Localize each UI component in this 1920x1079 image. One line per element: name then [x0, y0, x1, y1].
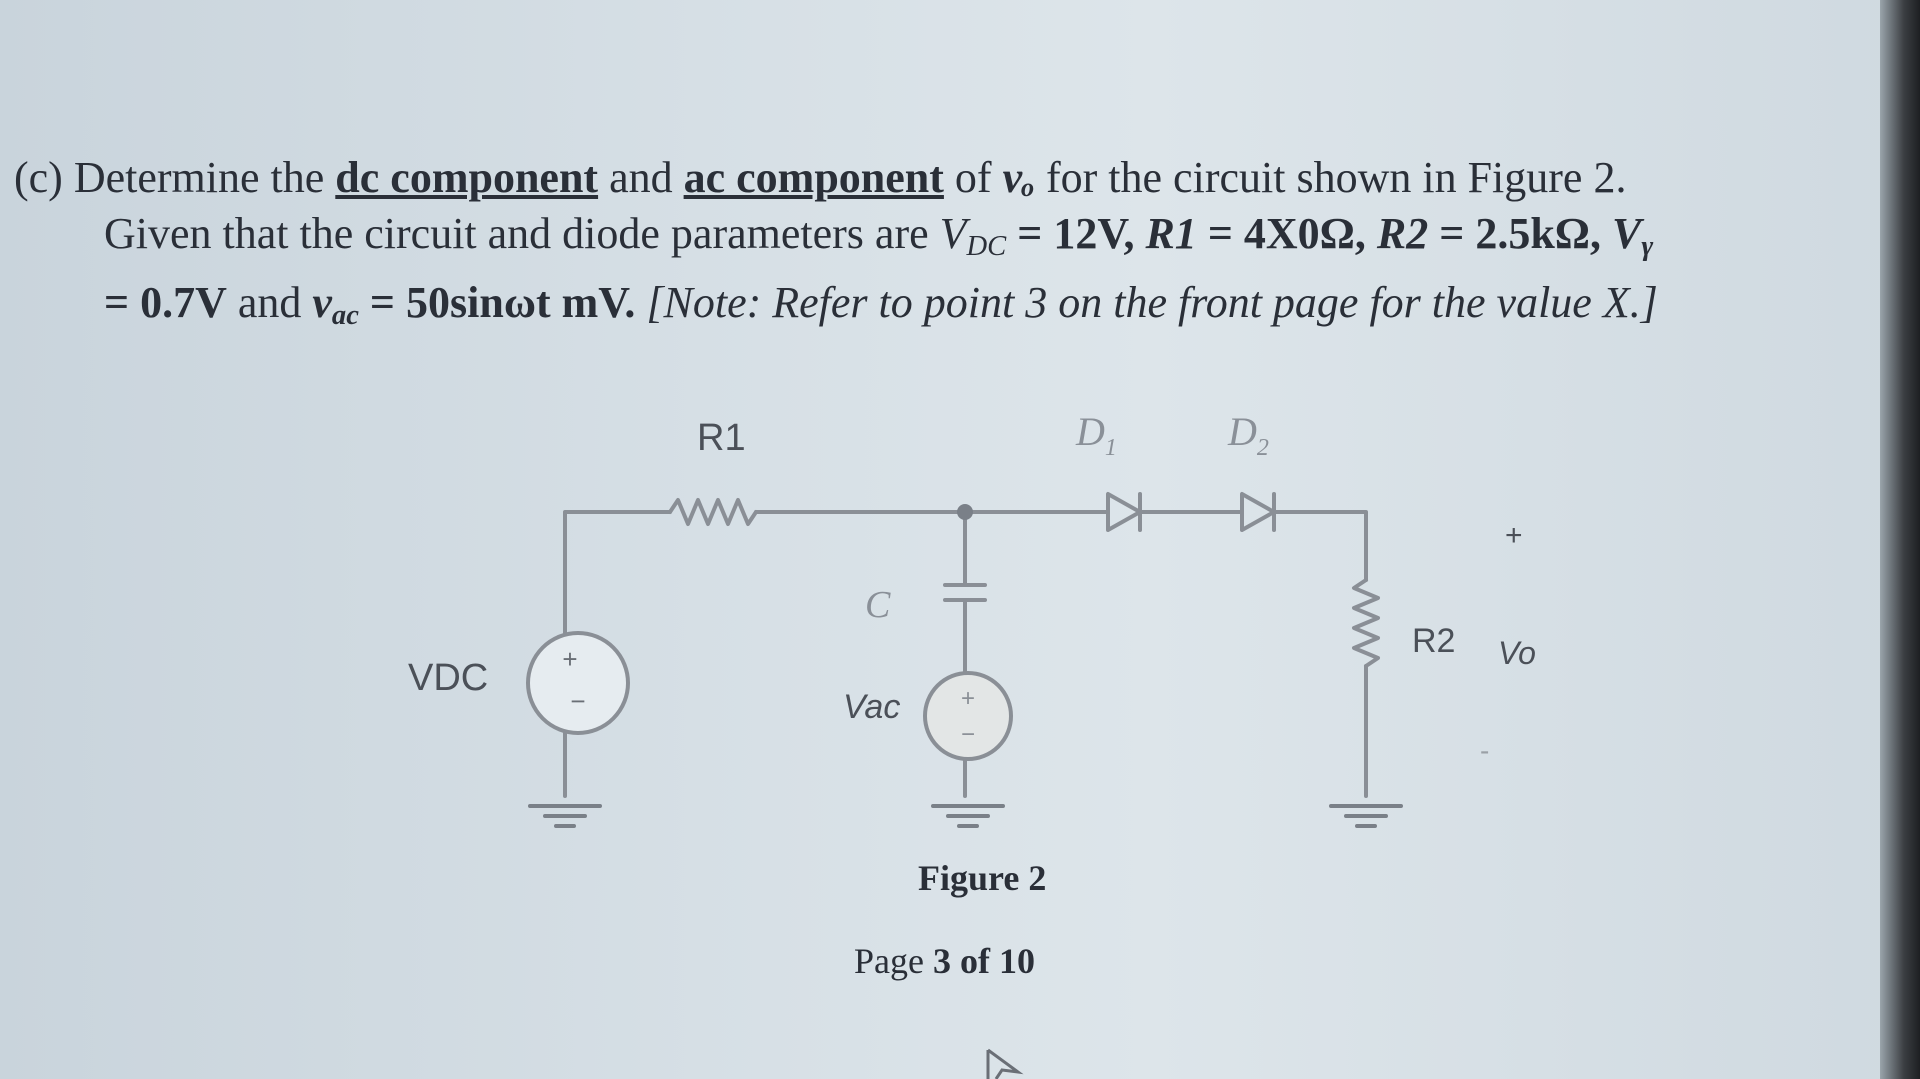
ground-symbol-vdc	[528, 804, 602, 828]
d1-label: D1	[1075, 409, 1117, 461]
question-line-1: (c) Determine the dc component and ac co…	[14, 150, 1814, 206]
question-text-fragment: for the circuit shown in Figure 2.	[1046, 153, 1627, 202]
monitor-bezel	[1880, 0, 1920, 1079]
vgamma-param: V	[1612, 209, 1642, 258]
vdc-value: = 12V,	[1017, 209, 1135, 258]
vdc-minus-sign: −	[570, 686, 585, 716]
question-text-fragment: and	[237, 278, 302, 328]
page-indicator: Page 3 of 10	[854, 940, 1035, 982]
wire-d2-r2	[1272, 510, 1368, 582]
ac-component-term: ac component	[683, 153, 944, 202]
r2-value: = 2.5kΩ,	[1439, 209, 1602, 258]
r2-resistor-symbol	[1352, 578, 1380, 668]
r1-resistor-symbol	[668, 498, 758, 526]
vdc-label: VDC	[408, 657, 488, 699]
vac-param: v	[312, 278, 332, 328]
junction-node	[957, 504, 973, 520]
vac-source-symbol	[923, 671, 1013, 761]
page-prefix: Page	[854, 941, 924, 981]
d2-label: D2	[1227, 409, 1269, 461]
d1-label-subscript: 1	[1105, 435, 1117, 461]
r2-param: R2	[1376, 209, 1429, 258]
question-text-fragment: Determine the	[73, 153, 325, 202]
vgamma-value: = 0.7V	[104, 278, 227, 328]
d2-label-subscript: 2	[1257, 435, 1269, 461]
question-line-2: Given that the circuit and diode paramet…	[14, 206, 1814, 275]
d1-label-letter: D	[1075, 409, 1105, 454]
r1-param: R1	[1145, 209, 1197, 258]
vac-minus-sign: −	[961, 721, 975, 748]
capacitor-symbol	[943, 583, 987, 602]
vo-label: Vo	[1498, 635, 1536, 671]
ground-symbol-vac	[931, 804, 1005, 828]
vdc-plus-sign: +	[562, 644, 577, 674]
vgamma-param-subscript: γ	[1641, 231, 1654, 263]
vdc-source-symbol	[526, 631, 630, 735]
figure-caption: Figure 2	[918, 858, 1047, 898]
ground-symbol-r2	[1329, 804, 1403, 828]
mouse-cursor-icon	[986, 1048, 1024, 1079]
vo-plus-sign: +	[1505, 519, 1523, 552]
question-note: [Note: Refer to point 3 on the front pag…	[646, 278, 1658, 328]
vdc-param: V	[939, 209, 967, 258]
vo-minus-sign: -	[1480, 735, 1489, 766]
d2-diode-symbol	[1240, 492, 1276, 532]
r2-label: R2	[1412, 622, 1455, 660]
vo-symbol: vₒ	[1002, 153, 1035, 202]
question-text-fragment: and	[609, 153, 673, 202]
wire-vdc-top	[563, 510, 672, 647]
question-line-3: = 0.7V and vac = 50sinωt mV. [Note: Refe…	[14, 275, 1814, 344]
dc-component-term: dc component	[335, 153, 599, 202]
question-text-fragment: Given that the circuit and diode paramet…	[104, 209, 929, 258]
d1-diode-symbol	[1106, 492, 1142, 532]
capacitor-label: C	[865, 584, 891, 626]
page-of: of	[959, 941, 990, 981]
r1-value: = 4X0Ω,	[1207, 209, 1366, 258]
question-text-fragment: of	[954, 153, 992, 202]
vac-value: = 50sinωt mV.	[369, 278, 636, 328]
d2-label-letter: D	[1227, 409, 1257, 454]
question-text: (c) Determine the dc component and ac co…	[14, 150, 1814, 344]
r1-label: R1	[697, 417, 746, 459]
page-total: 10	[998, 941, 1035, 981]
page-current: 3	[932, 941, 951, 981]
vac-label: Vac	[843, 688, 900, 726]
vdc-param-subscript: DC	[966, 231, 1007, 263]
vac-param-subscript: ac	[331, 300, 359, 332]
vac-plus-sign: +	[961, 685, 975, 712]
question-part-label: (c)	[14, 153, 63, 202]
